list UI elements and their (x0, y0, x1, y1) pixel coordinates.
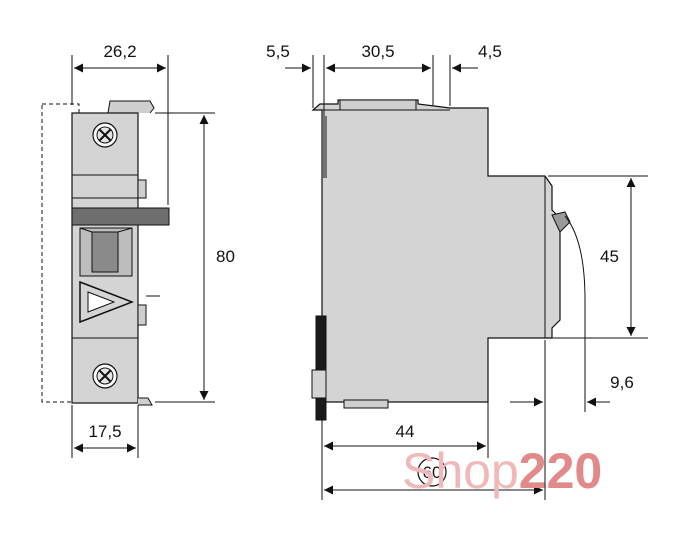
bottom-screw-icon (92, 363, 118, 389)
dim-side-total-depth: 60 (423, 463, 442, 482)
dim-side-top-middle: 30,5 (361, 42, 394, 61)
front-arrow-indicator (79, 280, 135, 324)
dim-side-front-depth: 9,6 (610, 373, 634, 392)
dim-side-front-height: 45 (600, 247, 619, 266)
dim-side-top-left: 5,5 (266, 42, 290, 61)
dim-total-depth-circle (417, 457, 447, 487)
watermark-part-1: Shop (402, 443, 519, 499)
side-din-clip (315, 315, 327, 421)
watermark-part-2: 220 (519, 443, 602, 499)
watermark-logo: Shop220 (402, 443, 602, 499)
dim-side-top-right: 4,5 (478, 42, 502, 61)
top-screw-icon (92, 122, 118, 148)
front-lever-bar (71, 207, 170, 226)
dim-front-width: 26,2 (103, 42, 136, 61)
dim-front-bottom-width: 17,5 (88, 422, 121, 441)
side-body (311, 99, 561, 403)
dim-side-base-depth: 44 (396, 422, 415, 441)
front-top-clip (107, 100, 155, 114)
front-view: 26,2 80 17,5 (41, 42, 235, 458)
side-view: 5,5 30,5 4,5 45 9,6 44 60 (266, 42, 648, 500)
dim-front-height: 80 (216, 247, 235, 266)
